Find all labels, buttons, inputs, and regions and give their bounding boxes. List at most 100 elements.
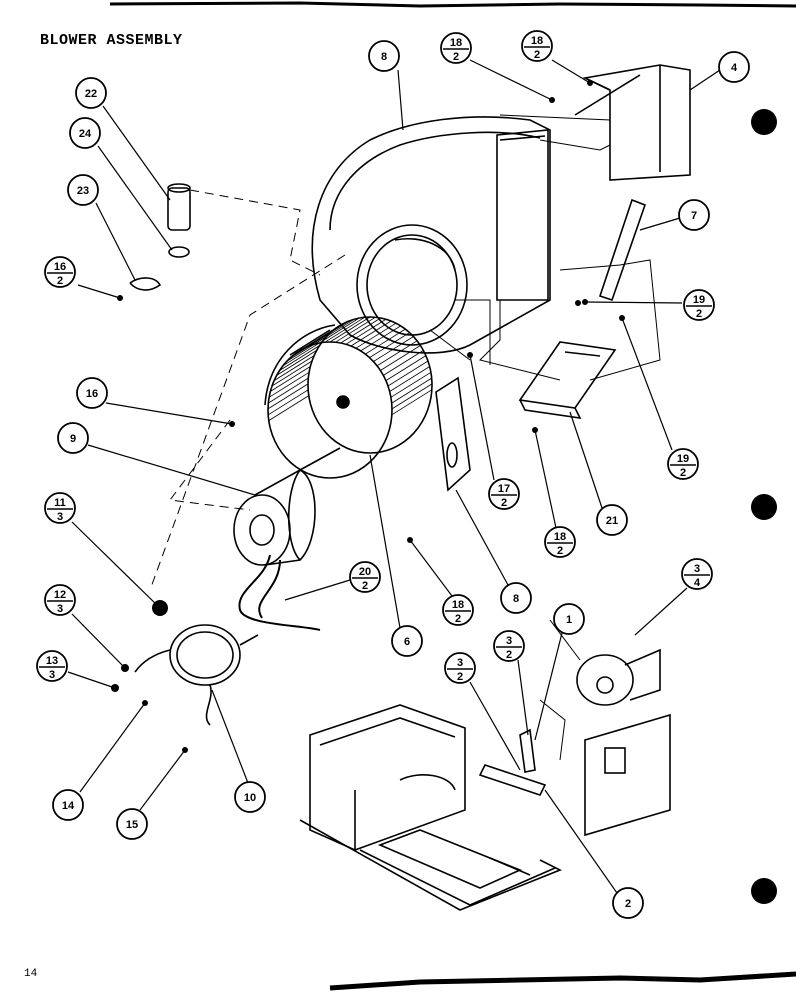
callout-circle bbox=[368, 40, 400, 72]
callout-sub-number: 2 bbox=[557, 545, 563, 557]
wheel-blade bbox=[308, 320, 350, 347]
callout-circle bbox=[444, 652, 476, 684]
wheel-blade bbox=[273, 355, 315, 381]
leader-line-c17 bbox=[469, 354, 495, 481]
callout-c13: 133 bbox=[36, 650, 68, 682]
callout-number: 22 bbox=[85, 88, 97, 100]
callout-circle bbox=[44, 492, 76, 524]
wheel-blade bbox=[268, 395, 310, 421]
leader-line-c14 bbox=[79, 702, 146, 793]
wheel-hub bbox=[336, 395, 350, 409]
callout-number: 18 bbox=[450, 37, 462, 49]
wheel-blade bbox=[391, 383, 433, 410]
leader-line-c7 bbox=[639, 217, 681, 231]
callout-sub-number: 3 bbox=[57, 511, 63, 523]
wheel-blade bbox=[267, 389, 309, 416]
wheel-blade bbox=[271, 360, 313, 387]
callout-circle bbox=[349, 561, 381, 593]
callout-c10: 10 bbox=[234, 781, 266, 813]
wheel-blade bbox=[303, 322, 345, 349]
wheel-blade bbox=[376, 340, 418, 367]
callout-number: 1 bbox=[566, 614, 572, 626]
callout-sub-number: 2 bbox=[534, 49, 540, 61]
callout-number: 8 bbox=[513, 593, 519, 605]
callout-c18d: 182 bbox=[442, 594, 474, 626]
leader-line-c12 bbox=[71, 613, 126, 669]
callout-c12: 123 bbox=[44, 584, 76, 616]
binder-hole-top bbox=[751, 109, 777, 135]
leader-line-c9 bbox=[87, 444, 256, 496]
leader-line-c8top bbox=[397, 69, 404, 131]
callout-c15: 15 bbox=[116, 808, 148, 840]
callout-circle bbox=[69, 117, 101, 149]
exploded-view-lines bbox=[429, 114, 661, 761]
callout-number: 2 bbox=[625, 898, 631, 910]
callout-circle bbox=[391, 625, 423, 657]
callout-circle bbox=[442, 594, 474, 626]
callout-number: 23 bbox=[77, 185, 89, 197]
wheel-blade bbox=[279, 345, 320, 371]
callout-c8mid: 8 bbox=[500, 582, 532, 614]
callout-sub-number: 2 bbox=[57, 275, 63, 287]
callout-circle bbox=[44, 256, 76, 288]
callout-circle bbox=[596, 504, 628, 536]
wheel-blade bbox=[389, 366, 430, 392]
callout-number: 19 bbox=[693, 294, 705, 306]
callout-sub-number: 2 bbox=[457, 671, 463, 683]
leader-line-c20 bbox=[284, 579, 351, 601]
callout-circle bbox=[493, 630, 525, 662]
callout-c3a: 34 bbox=[681, 558, 713, 590]
callout-circle bbox=[612, 887, 644, 919]
leader-line-c16 bbox=[105, 402, 233, 425]
callout-circle bbox=[57, 422, 89, 454]
callout-c18a: 182 bbox=[440, 32, 472, 64]
callout-circle bbox=[500, 582, 532, 614]
callout-c19b: 192 bbox=[667, 448, 699, 480]
callout-number: 14 bbox=[62, 800, 75, 812]
motor-wires bbox=[238, 554, 321, 631]
wheel-blade bbox=[360, 325, 401, 352]
callout-number: 7 bbox=[691, 210, 697, 222]
callout-c18b: 182 bbox=[521, 30, 553, 62]
leader-line-c23 bbox=[95, 202, 136, 281]
mounting-rail-21 bbox=[518, 341, 617, 420]
callout-circle bbox=[488, 478, 520, 510]
callout-circle bbox=[521, 30, 553, 62]
callout-sub-number: 3 bbox=[57, 603, 63, 615]
callout-number: 6 bbox=[404, 636, 410, 648]
wheel-blade bbox=[335, 316, 376, 343]
callout-sub-number: 2 bbox=[506, 649, 512, 661]
callout-number: 21 bbox=[606, 515, 618, 527]
wheel-blade bbox=[276, 350, 317, 376]
callout-circle bbox=[681, 558, 713, 590]
cutoff-plate bbox=[435, 376, 471, 492]
callout-number: 16 bbox=[54, 261, 66, 273]
callout-number: 3 bbox=[694, 563, 700, 575]
callout-number: 4 bbox=[731, 62, 738, 74]
blower-housing bbox=[311, 116, 551, 354]
callout-number: 12 bbox=[54, 589, 66, 601]
wheel-blade bbox=[373, 336, 414, 362]
binder-hole-bottom bbox=[751, 878, 777, 904]
wheel-blade bbox=[387, 360, 429, 387]
callout-number: 11 bbox=[54, 497, 66, 509]
wheel-blade bbox=[270, 366, 311, 392]
wheel-blade bbox=[369, 332, 410, 358]
leader-line-c18a bbox=[469, 59, 553, 101]
leader-line-c24 bbox=[97, 145, 173, 251]
wheel-blade bbox=[355, 322, 397, 349]
capacitor bbox=[129, 183, 191, 291]
callout-number: 8 bbox=[381, 51, 387, 63]
leader-line-c6 bbox=[369, 454, 401, 629]
callout-sub-number: 2 bbox=[362, 580, 368, 592]
wheel-blade bbox=[350, 320, 392, 347]
callout-circle bbox=[440, 32, 472, 64]
wheel-blade bbox=[391, 377, 432, 404]
leader-line-c4 bbox=[689, 69, 721, 91]
mounting-bracket-4 bbox=[574, 64, 691, 181]
wheel-blade bbox=[319, 317, 360, 344]
callout-c23: 23 bbox=[67, 174, 99, 206]
assembly-guide-lines bbox=[149, 189, 346, 591]
callout-number: 20 bbox=[359, 566, 371, 578]
